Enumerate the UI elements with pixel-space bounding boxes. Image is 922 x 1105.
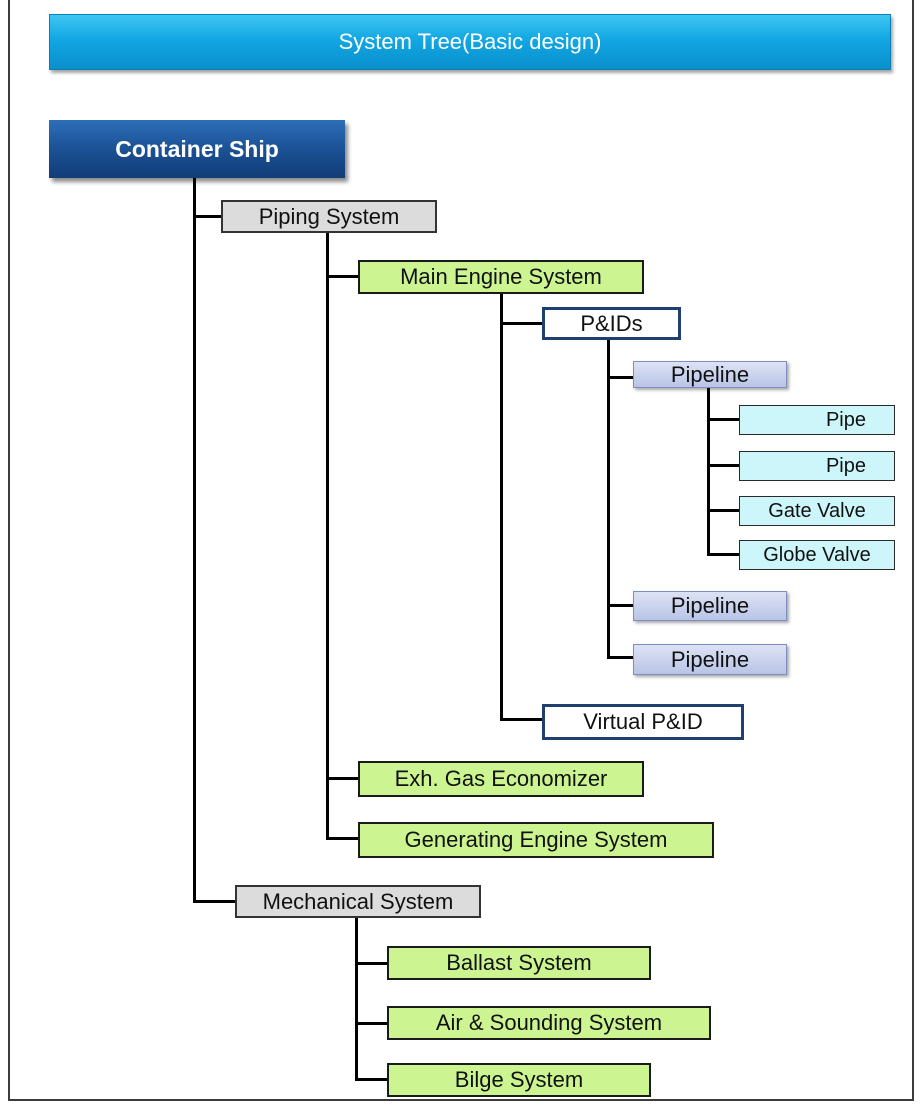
diagram-title: System Tree(Basic design) (49, 14, 891, 70)
node-pipeline-3: Pipeline (633, 644, 787, 675)
node-pipeline-1: Pipeline (633, 361, 787, 388)
connector-bilge (355, 1078, 387, 1081)
connector-piping-system (193, 215, 221, 218)
connector-main-engine (326, 275, 358, 278)
node-virtual-pid: Virtual P&ID (542, 704, 744, 740)
node-piping-system: Piping System (221, 200, 437, 233)
node-air-sounding-system: Air & Sounding System (387, 1006, 711, 1040)
node-bilge-system: Bilge System (387, 1063, 651, 1097)
node-gate-valve: Gate Valve (739, 496, 895, 526)
connector-pipe-2 (707, 464, 739, 467)
connector-pids (500, 322, 542, 325)
connector-virtual-pid (500, 718, 542, 721)
connector-ballast (355, 962, 387, 965)
connector-root-trunk (193, 178, 196, 903)
connector-mechanical-trunk (355, 918, 358, 1081)
node-generating-engine-system: Generating Engine System (358, 822, 714, 858)
connector-generating-engine (326, 837, 358, 840)
node-ballast-system: Ballast System (387, 946, 651, 980)
node-pipeline-2: Pipeline (633, 591, 787, 621)
connector-gate-valve (707, 509, 739, 512)
node-globe-valve: Globe Valve (739, 540, 895, 570)
connector-pipeline-trunk (707, 388, 710, 556)
node-pids: P&IDs (542, 307, 681, 340)
connector-pipeline-1 (607, 376, 633, 379)
connector-piping-trunk (326, 233, 329, 840)
connector-exh-gas (326, 777, 358, 780)
node-mechanical-system: Mechanical System (235, 885, 481, 918)
diagram-frame (8, 0, 914, 1101)
node-main-engine-system: Main Engine System (358, 260, 644, 294)
connector-mechanical-system (193, 900, 235, 903)
node-exh-gas-economizer: Exh. Gas Economizer (358, 761, 644, 797)
connector-pipe-1 (707, 418, 739, 421)
connector-pipeline-2 (607, 604, 633, 607)
node-pipe-1: Pipe (739, 405, 895, 435)
connector-main-engine-trunk (500, 294, 503, 721)
connector-pipeline-3 (607, 656, 633, 659)
node-pipe-2: Pipe (739, 451, 895, 481)
connector-pids-trunk (607, 340, 610, 659)
connector-air-sounding (355, 1022, 387, 1025)
connector-globe-valve (707, 553, 739, 556)
root-node-container-ship: Container Ship (49, 120, 345, 178)
